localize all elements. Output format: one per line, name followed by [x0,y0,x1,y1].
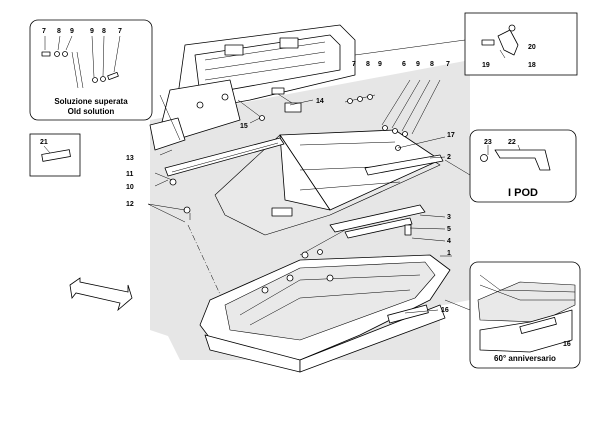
callout-6: 6 [402,61,406,68]
inset-bracket-18-20 [464,12,578,76]
callout-12: 12 [126,201,134,208]
callout-20: 20 [528,44,536,51]
callout-3: 3 [447,214,451,221]
lock-mechanism [299,204,426,259]
leader-inset-top [354,39,466,56]
direction-arrow [69,277,133,312]
callout-9: 9 [90,28,94,35]
anniversary-label: 60° anniversario [494,354,556,363]
damper-struts-right [381,79,441,137]
callout-13: 13 [126,155,134,162]
trim-bar-2 [364,154,444,176]
ipod-label: I POD [508,187,538,199]
dash-support-bracket [149,24,356,151]
callout-8: 8 [430,61,434,68]
assembly-axis-line [187,224,226,306]
callout-18: 18 [528,62,536,69]
inset-old-solution [29,19,153,121]
callout-21: 21 [40,139,48,146]
callout-11: 11 [126,171,134,178]
callout-4: 4 [447,238,451,245]
callout-7: 7 [446,61,450,68]
callout-15: 15 [240,123,248,130]
callout-labels: 7 8 9 9 8 7 Soluzione superata Old solut… [40,28,571,363]
callout-2: 2 [447,154,451,161]
callout-7: 7 [352,61,356,68]
callout-17: 17 [447,132,455,139]
latch-parts [271,87,302,113]
callout-1: 1 [447,250,451,257]
leader-lines [147,99,452,314]
inset-ipod [444,129,577,203]
callout-5: 5 [447,226,451,233]
callout-10: 10 [126,184,134,191]
callout-23: 23 [484,139,492,146]
leader-inset-anniv [444,299,471,311]
inset-anniversary [469,261,581,369]
callout-7: 7 [42,28,46,35]
hinge-strip [164,137,285,177]
callout-9: 9 [378,61,382,68]
inset-part-21 [29,133,81,177]
callout-7: 7 [118,28,122,35]
callout-9: 9 [416,61,420,68]
callout-16: 16 [441,307,449,314]
callout-8: 8 [102,28,106,35]
callout-9: 9 [70,28,74,35]
callout-8: 8 [366,61,370,68]
callout-8: 8 [57,28,61,35]
old-solution-it: Soluzione superata [54,97,128,106]
callout-22: 22 [508,139,516,146]
callout-16: 16 [563,341,571,348]
callout-14: 14 [316,98,324,105]
callout-19: 19 [482,62,490,69]
clips-11-12 [169,178,191,220]
glove-box-lid [199,254,451,373]
old-solution-en: Old solution [68,107,115,116]
